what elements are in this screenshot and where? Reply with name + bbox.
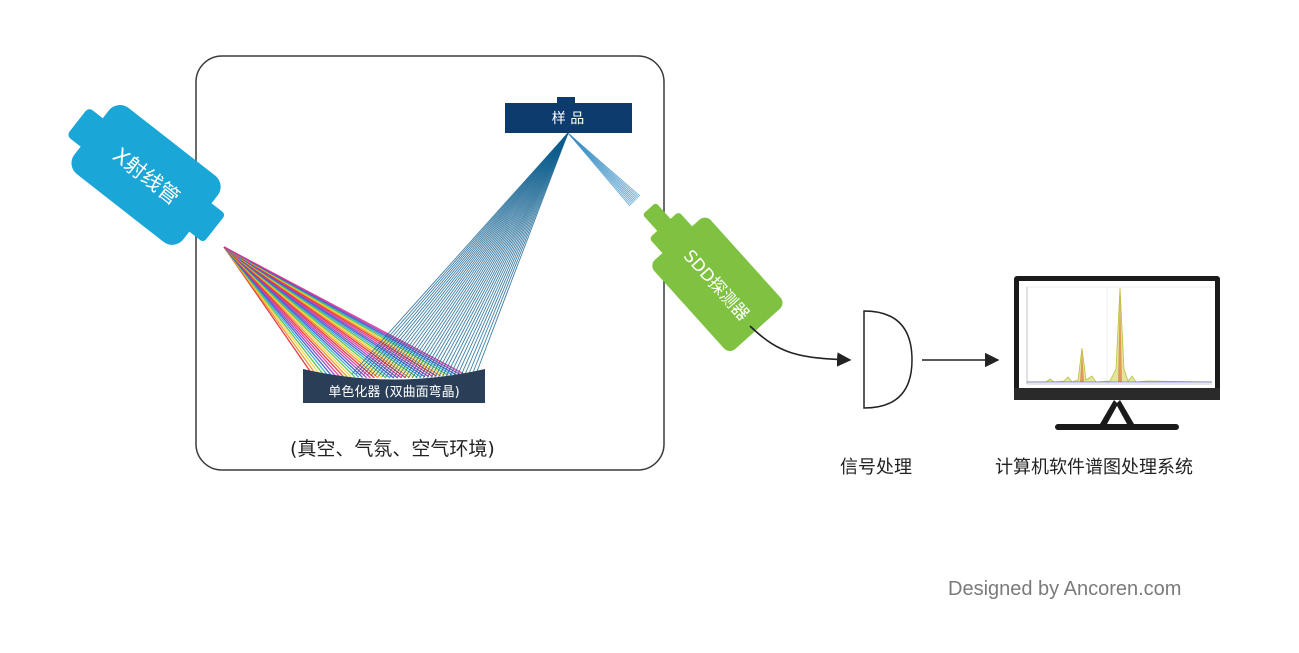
monochromator-label: 单色化器 (双曲面弯晶): [328, 384, 459, 400]
beam-line: [396, 132, 569, 378]
spectrum-plot: [1026, 286, 1213, 385]
environment-label: (真空、气氛、空气环境): [290, 438, 495, 460]
beam-line: [453, 132, 569, 377]
emitted-beams: [567, 132, 641, 207]
beam-line: [434, 132, 569, 378]
beam-line: [415, 132, 569, 379]
sample-holder: 样 品: [505, 97, 632, 133]
beam-line: [423, 132, 569, 379]
signal-processing-label: 信号处理: [840, 457, 912, 478]
beam-line: [359, 132, 569, 376]
beam-line: [468, 132, 569, 375]
beam-line: [441, 132, 569, 378]
beam-line: [389, 132, 569, 378]
beam-line: [411, 132, 569, 379]
beam-line: [449, 132, 569, 377]
credit-text: Designed by Ancoren.com: [948, 578, 1182, 600]
beam-line: [471, 132, 569, 375]
beam-line: [370, 132, 569, 377]
software-label: 计算机软件谱图处理系统: [995, 457, 1193, 478]
beam-line: [351, 132, 569, 375]
beam-line: [374, 132, 569, 377]
beam-line: [355, 132, 569, 375]
beam-line: [456, 132, 569, 377]
incident-beams: [223, 246, 465, 379]
beam-line: [407, 132, 569, 379]
diffracted-beams: [351, 132, 569, 379]
computer-monitor: [1014, 276, 1220, 430]
beam-line: [445, 132, 569, 377]
beam-line: [404, 132, 569, 379]
beam-line: [567, 132, 641, 197]
beam-line: [430, 132, 569, 378]
beam-line: [419, 132, 569, 379]
sdd-detector: SDD探测器: [643, 203, 783, 352]
beam-line: [381, 132, 569, 378]
beam-line: [366, 132, 569, 376]
xray-tube: X射线管: [68, 104, 225, 245]
beam-line: [475, 132, 569, 375]
beam-line: [438, 132, 569, 378]
beam-line: [385, 132, 569, 378]
beam-line: [464, 132, 569, 376]
beam-line: [377, 132, 569, 377]
beam-line: [392, 132, 569, 378]
detector-to-processor-arrow: [749, 325, 852, 367]
beam-line: [426, 132, 569, 379]
beam-line: [362, 132, 569, 376]
beam-line: [460, 132, 569, 376]
beam-line: [400, 132, 569, 379]
signal-processing-symbol: [863, 310, 913, 409]
beam-line: [223, 246, 465, 375]
monochromator-crystal: [303, 369, 485, 403]
sample-label: 样 品: [552, 111, 584, 127]
